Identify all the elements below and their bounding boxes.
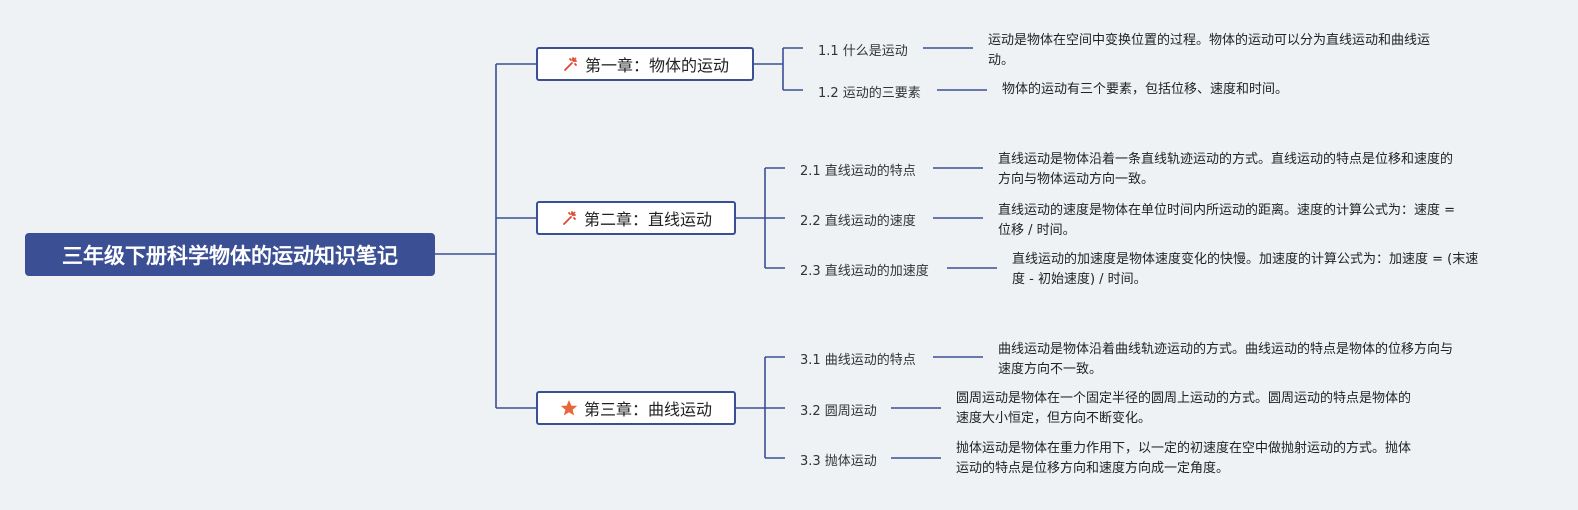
chapter-2-title: 第二章：直线运动 (583, 210, 712, 229)
section-2-1[interactable]: 2.1 直线运动的特点 (800, 164, 916, 179)
magic-wand-icon (560, 209, 578, 227)
chapter-3-node[interactable]: 第三章：曲线运动 (536, 391, 736, 425)
section-2-1-desc: 直线运动是物体沿着一条直线轨迹运动的方式。直线运动的特点是位移和速度的方向与物体… (998, 152, 1454, 187)
section-3-2-desc: 圆周运动是物体在一个固定半径的圆周上运动的方式。圆周运动的特点是物体的速度大小恒… (956, 391, 1412, 426)
section-1-2-desc: 物体的运动有三个要素，包括位移、速度和时间。 (1002, 82, 1289, 97)
section-1-1[interactable]: 1.1 什么是运动 (818, 44, 908, 59)
chapter-1-node[interactable]: 第一章：物体的运动 (536, 47, 754, 81)
section-1-1-desc: 运动是物体在空间中变换位置的过程。物体的运动可以分为直线运动和曲线运动。 (988, 33, 1431, 68)
section-3-3[interactable]: 3.3 抛体运动 (800, 454, 877, 469)
section-3-3-desc: 抛体运动是物体在重力作用下，以一定的初速度在空中做抛射运动的方式。抛体运动的特点… (956, 441, 1412, 476)
section-2-2[interactable]: 2.2 直线运动的速度 (800, 214, 916, 229)
section-3-1[interactable]: 3.1 曲线运动的特点 (800, 353, 916, 368)
chapter-3-title: 第三章：曲线运动 (583, 400, 712, 419)
section-2-3-desc: 直线运动的加速度是物体速度变化的快慢。加速度的计算公式为：加速度 = (末速度 … (1012, 252, 1479, 287)
section-1-2[interactable]: 1.2 运动的三要素 (818, 86, 921, 101)
section-3-2[interactable]: 3.2 圆周运动 (800, 404, 877, 419)
section-3-1-desc: 曲线运动是物体沿着曲线轨迹运动的方式。曲线运动的特点是物体的位移方向与速度方向不… (998, 342, 1454, 377)
star-icon (560, 399, 578, 417)
magic-wand-icon (561, 55, 579, 73)
chapter-2-node[interactable]: 第二章：直线运动 (536, 201, 736, 235)
root-topic[interactable]: 三年级下册科学物体的运动知识笔记 (25, 233, 435, 276)
chapter-1-title: 第一章：物体的运动 (584, 56, 729, 75)
section-2-2-desc: 直线运动的速度是物体在单位时间内所运动的距离。速度的计算公式为：速度 =位移 /… (998, 203, 1456, 238)
root-title: 三年级下册科学物体的运动知识笔记 (62, 243, 398, 268)
section-2-3[interactable]: 2.3 直线运动的加速度 (800, 264, 929, 279)
